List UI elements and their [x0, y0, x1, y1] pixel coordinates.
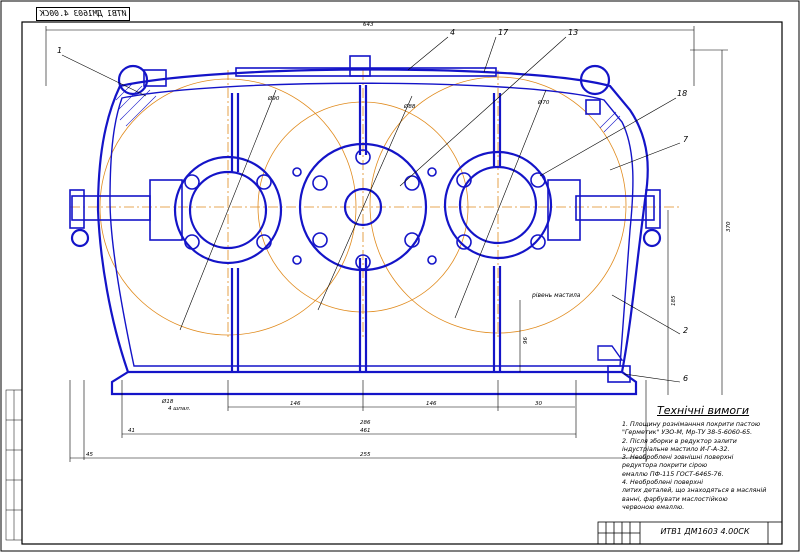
balloon-13: 13 — [568, 28, 579, 37]
housing — [69, 55, 662, 396]
requirement-line: 4. Необроблені поверхні — [622, 479, 703, 487]
dim-span-2: 146 — [426, 401, 437, 407]
requirements-title: Технічні вимоги — [657, 404, 750, 417]
corner-stamp: ИТВ1 ДМ1603 4.00СК — [36, 7, 130, 21]
dim-span-6: 286 — [360, 420, 371, 426]
dim-top: 643 — [363, 22, 374, 28]
dim-d-mid: Ø88 — [404, 104, 416, 110]
title-block-code: ИТВ1 ДМ1603 4.00СК — [660, 527, 750, 536]
requirement-line: редуктора покрити сірою — [622, 462, 708, 470]
pitch-circles — [70, 70, 680, 340]
dim-base-2: 4 шпал. — [168, 406, 191, 412]
dim-height: 370 — [726, 221, 732, 233]
dim-span-4: 41 — [128, 428, 135, 434]
requirement-line: ванні, фарбувати маслостійкою — [622, 495, 728, 503]
dim-d-right: Ø70 — [538, 100, 550, 106]
requirement-line: червоною емаллю. — [622, 503, 685, 511]
balloon-7: 7 — [683, 135, 689, 144]
title-block — [597, 521, 783, 545]
requirements-list: 1. Площину розніманння покрити пастою "Г… — [622, 421, 778, 512]
dim-d-left: Ø90 — [268, 96, 280, 102]
dim-span-5: 461 — [360, 428, 371, 434]
dim-base-1: Ø18 — [162, 399, 174, 405]
balloon-4: 4 — [450, 28, 456, 37]
inner-frame — [21, 21, 783, 545]
section-hatching — [115, 83, 621, 133]
left-binding-strip — [5, 389, 23, 541]
dim-mid-right: 185 — [671, 295, 677, 307]
oil-level-label: рівень мастила — [532, 292, 581, 299]
bolts — [184, 149, 546, 270]
balloon-1: 1 — [57, 46, 63, 55]
dim-overall: 255 — [360, 452, 371, 458]
dim-span-3: 30 — [535, 401, 542, 407]
requirement-line: індустріальне мастило И-Г-А-32. — [622, 445, 730, 453]
requirement-line: 2. Після зборки в редуктор залити — [622, 437, 737, 445]
dim-span-1: 146 — [290, 401, 301, 407]
requirement-line: "Герметик" УЗО-М, Мр-ТУ 38-5-6060-65. — [622, 429, 753, 437]
requirement-line: 3. Необроблені зовнішні поверхні — [622, 454, 734, 462]
balloon-6: 6 — [683, 374, 689, 383]
requirement-line: емаллю ПФ-115 ГОСТ-6465-76. — [622, 470, 724, 478]
dim-oil-depth: 96 — [523, 337, 529, 344]
balloon-2: 2 — [683, 326, 689, 335]
requirement-line: 1. Площину розніманння покрити пастою — [622, 421, 761, 428]
balloon-17: 17 — [498, 28, 509, 37]
dim-span-7: 45 — [86, 452, 93, 458]
requirement-line: литих деталей, що знаходяться в масляній — [622, 487, 767, 495]
balloon-18: 18 — [677, 89, 688, 98]
dimension-lines — [45, 26, 728, 462]
